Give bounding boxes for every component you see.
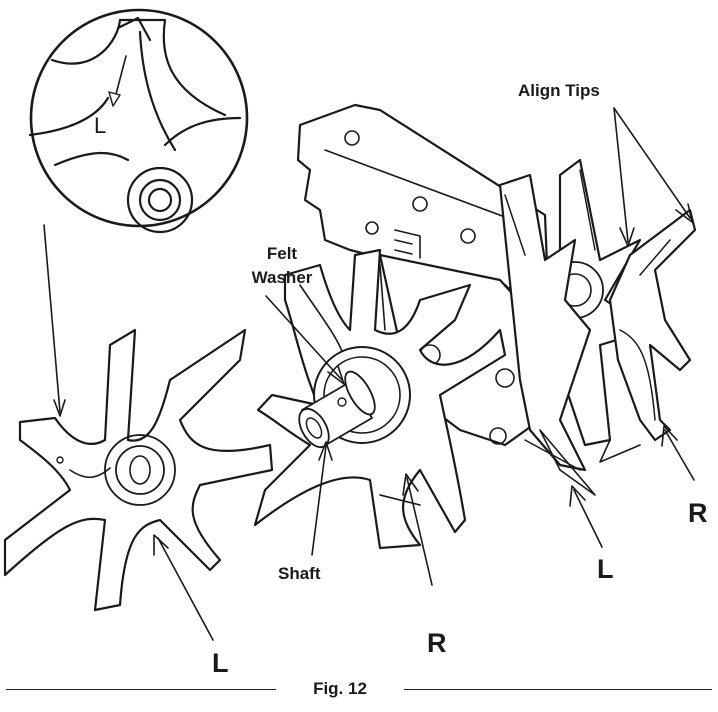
felt-washer-label-line2: Washer bbox=[251, 268, 313, 287]
detail-pointer-line bbox=[43, 224, 61, 413]
caption-rule-left bbox=[6, 689, 276, 690]
right-tine-r-label: R bbox=[688, 498, 708, 528]
left-tine-l-label: L bbox=[212, 648, 229, 678]
align-tips-label: Align Tips bbox=[518, 81, 600, 100]
felt-washer-label-line1: Felt bbox=[266, 244, 298, 263]
detail-magnifier bbox=[28, 8, 249, 234]
shaft-label: Shaft bbox=[278, 564, 321, 583]
tine-assembly bbox=[253, 103, 697, 550]
detail-letter-label: L bbox=[94, 113, 107, 138]
figure-caption: Fig. 12 bbox=[313, 679, 367, 698]
center-tine-l-label: L bbox=[597, 554, 614, 584]
left-tine bbox=[3, 328, 274, 612]
caption-rule-right bbox=[404, 689, 712, 690]
center-tine-r-label: R bbox=[427, 628, 447, 658]
